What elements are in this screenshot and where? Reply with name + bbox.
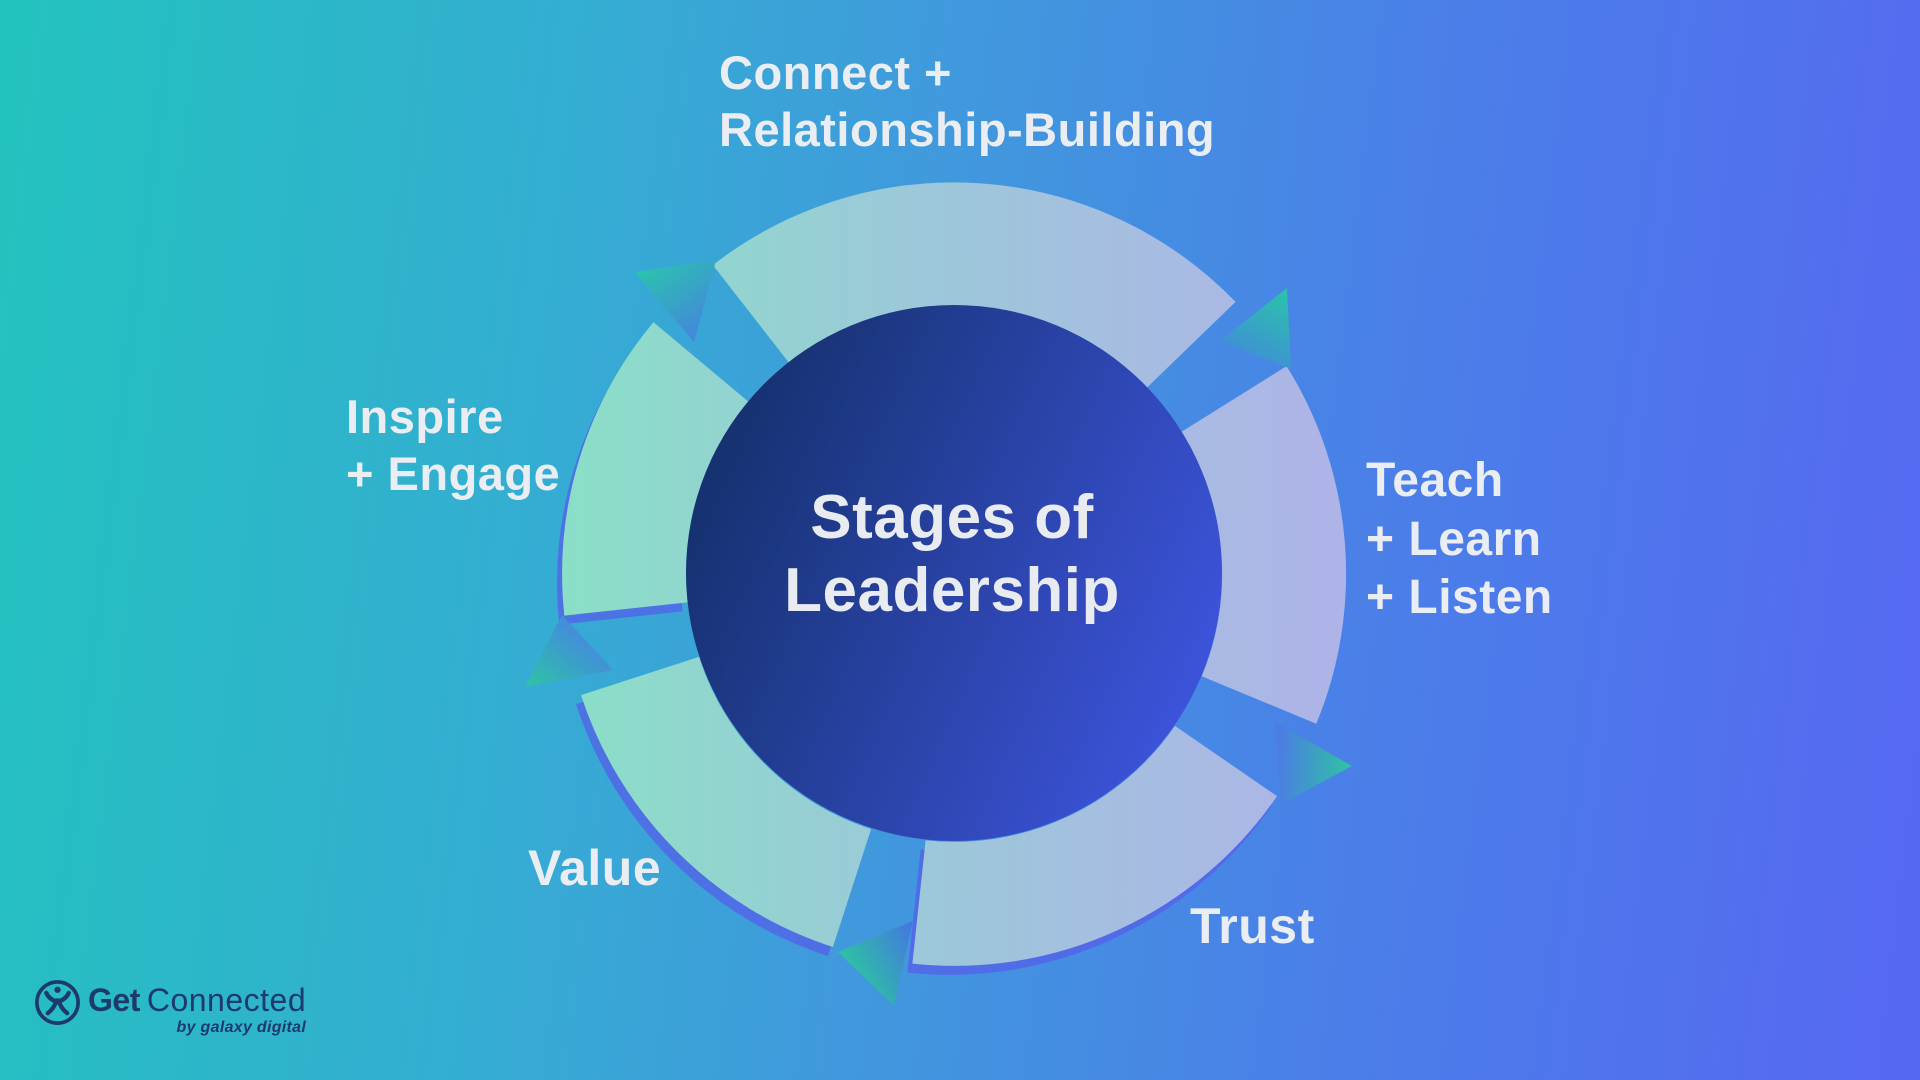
cycle-arrow-icon [525, 615, 613, 687]
get-connected-logo: Get Connected by galaxy digital [33, 977, 306, 1037]
get-connected-logo-icon [35, 980, 80, 1025]
ring-segment-connect [712, 182, 1236, 389]
logo-byline: by galaxy digital [176, 1019, 307, 1036]
logo-brand-bold: Get [88, 982, 140, 1018]
stage-label-value: Value [528, 840, 662, 896]
center-circle [686, 305, 1222, 841]
logo-brand-light: Connected [146, 982, 307, 1018]
stage-label-connect: Connect + Relationship-Building [719, 46, 1216, 157]
cycle-arrow-icon [635, 260, 716, 342]
logo-wordmark: Get Connected [88, 984, 306, 1016]
stage-label-teach: Teach + Learn + Listen [1366, 454, 1553, 625]
stage-label-trust: Trust [1190, 898, 1315, 954]
diagram-title: Stages of Leadership [784, 483, 1120, 625]
ring-segment-value [581, 655, 873, 947]
cycle-arrow-icon [1220, 288, 1291, 369]
stage-label-inspire: Inspire + Engage [346, 390, 561, 501]
cycle-arrow-icon [1275, 722, 1352, 804]
ring-segment-inspire [562, 322, 750, 616]
ring-segment-trust [912, 724, 1278, 966]
cycle-arrow-icon [838, 921, 913, 1006]
ring-segment-teach [1180, 366, 1347, 724]
